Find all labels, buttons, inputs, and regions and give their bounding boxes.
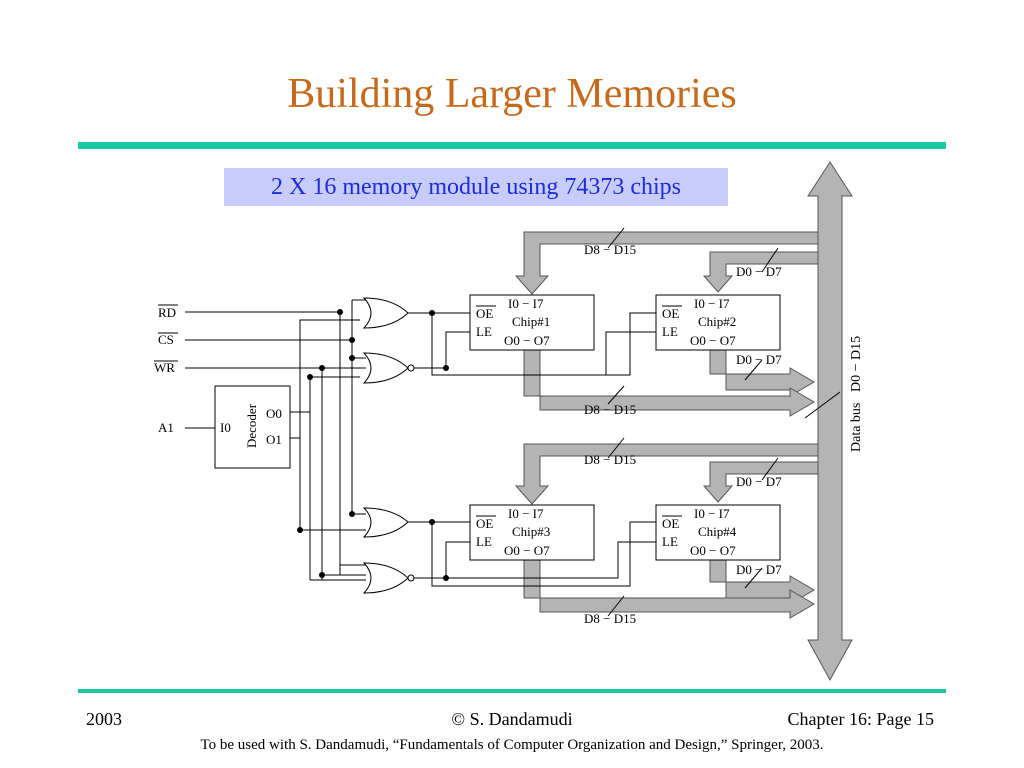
data-bus (807, 161, 853, 682)
bus-hi-input-top (514, 231, 819, 417)
chip-3-le: LE (476, 534, 492, 549)
chip-4-name: Chip#4 (698, 524, 737, 539)
chip-1-name: Chip#1 (512, 314, 550, 329)
top-rule (78, 142, 946, 149)
chip-3-name: Chip#3 (512, 524, 550, 539)
or-gate-2 (362, 352, 409, 384)
chip-4-oe: OE (662, 516, 679, 531)
bus-label-d0-d7: D0 − D7 (736, 264, 782, 279)
decoder-input: I0 (220, 420, 231, 435)
chip-1-le: LE (476, 324, 492, 339)
slide-title: Building Larger Memories (287, 71, 737, 117)
signal-a1: A1 (158, 420, 174, 435)
data-bus-label: Data bus (849, 403, 864, 452)
chip-1-in: I0 − I7 (508, 296, 544, 311)
chip-4-box (655, 504, 781, 561)
decoder-out1: O1 (266, 432, 282, 447)
or-gate-3 (362, 507, 409, 538)
or-gate-4 (362, 562, 409, 594)
decoder-out0: O0 (266, 406, 282, 421)
chip-2-oe: OE (662, 306, 679, 321)
chip-3-box (469, 504, 595, 561)
chip-4-le: LE (662, 534, 678, 549)
chip-2-le: LE (662, 324, 678, 339)
footer-page: Chapter 16: Page 15 (787, 709, 934, 729)
decoder-label: Decoder (244, 403, 259, 448)
bottom-rule (78, 689, 946, 693)
bus-label-d0-d7: D0 − D7 (736, 352, 782, 367)
chip-3-in: I0 − I7 (508, 506, 544, 521)
chip-1-box (469, 294, 595, 351)
or-gate-1 (362, 297, 409, 329)
bus-label-d0-d7: D0 − D7 (736, 562, 782, 577)
bus-label-d8-d15: D8 − D15 (584, 452, 636, 467)
signal-wr: WR (154, 360, 175, 375)
signal-cs: CS (158, 332, 174, 347)
footer-note: To be used with S. Dandamudi, “Fundament… (200, 737, 824, 753)
bus-label-d8-d15: D8 − D15 (584, 402, 636, 417)
bus-label-d8-d15: D8 − D15 (584, 611, 636, 626)
chip-2-in: I0 − I7 (694, 296, 730, 311)
footer-author: © S. Dandamudi (451, 709, 573, 729)
bus-label-d8-d15: D8 − D15 (584, 242, 636, 257)
chip-3-oe: OE (476, 516, 493, 531)
chip-1-oe: OE (476, 306, 493, 321)
chip-2-box (655, 294, 781, 351)
footer-year: 2003 (86, 709, 122, 729)
decoder-box (214, 385, 291, 469)
data-bus-range-label: D0 − D15 (849, 336, 864, 392)
chip-3-out: O0 − O7 (504, 543, 550, 558)
bus-label-d0-d7: D0 − D7 (736, 474, 782, 489)
diagram-caption: 2 X 16 memory module using 74373 chips (224, 168, 728, 206)
chip-1-out: O0 − O7 (504, 333, 550, 348)
chip-2-out: O0 − O7 (690, 333, 736, 348)
chip-4-out: O0 − O7 (690, 543, 736, 558)
chip-4-in: I0 − I7 (694, 506, 730, 521)
bus-connectors-bottom (514, 443, 819, 619)
chip-2-name: Chip#2 (698, 314, 736, 329)
signal-rd: RD (158, 305, 176, 320)
